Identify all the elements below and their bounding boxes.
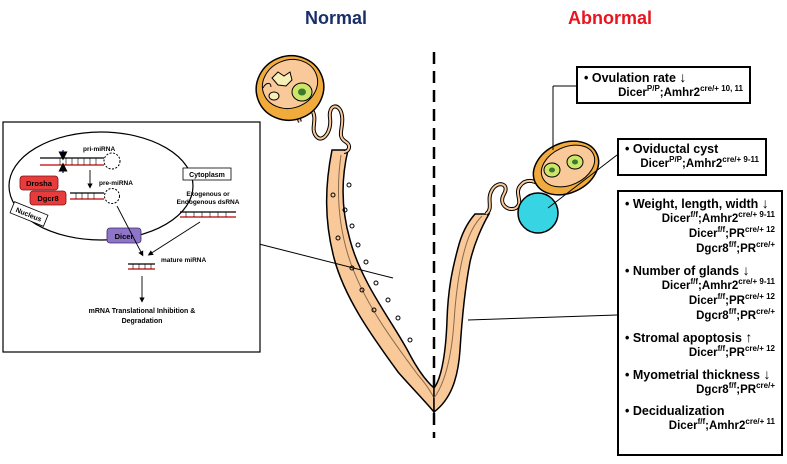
genotype-label: Dgcr8f/f;PRcre/+ — [696, 307, 775, 323]
drosha-label: Drosha — [26, 179, 53, 188]
genotype-label: Dicerf/f;Amhr2cre/+ 11 — [668, 417, 775, 433]
abnormal-heading: Abnormal — [568, 8, 652, 28]
leader-inset — [258, 243, 394, 279]
pri-mirna-strand — [40, 150, 121, 173]
abnormal-tract — [433, 140, 600, 414]
normal-tract — [255, 55, 435, 415]
normal-corpus-luteum — [271, 71, 293, 87]
decrease-arrow-icon: ↓ — [761, 195, 769, 211]
normal-lumen — [337, 154, 435, 399]
decrease-arrow-icon: ↓ — [679, 69, 687, 85]
exogenous-label-2: Endogenous dsRNA — [177, 199, 240, 206]
dgcr8-box — [29, 190, 67, 206]
phenotype-heading: • Stromal apoptosis ↑ — [625, 329, 753, 346]
genotype-label: Dicerf/f;Amhr2cre/+ 9-11 — [661, 277, 775, 293]
phenotype-heading: • Weight, length, width ↓ — [625, 195, 769, 212]
mature-mirna-label: mature miRNA — [161, 257, 206, 264]
genotype-label: DicerP/P;Amhr2cre/+ 10, 11 — [618, 84, 743, 100]
outcome-label-2: Degradation — [122, 318, 163, 325]
phenotype-heading: • Number of glands ↓ — [625, 262, 750, 279]
oviductal-cyst-heading: • Oviductal cyst — [625, 142, 719, 156]
pre-mirna-label: pre-miRNA — [99, 180, 133, 187]
dgcr8-label: Dgcr8 — [37, 194, 58, 203]
pri-mirna-label: pri-miRNA — [83, 146, 115, 153]
genotype-label: Dicerf/f;PRcre/+ 12 — [688, 344, 775, 360]
outcome-label-1: mRNA Translational Inhibition & — [89, 308, 196, 315]
normal-glands — [330, 182, 413, 343]
phenotype-heading: • Decidualization — [625, 404, 725, 418]
abnormal-uterine-horn — [433, 213, 491, 414]
oviductal-cyst — [517, 192, 559, 234]
mirna-pathway-inset: pri-miRNA pre-miRNA Drosha Dgcr8 Nucleus… — [2, 121, 261, 353]
dsrna-strand — [180, 211, 236, 218]
cytoplasm-label: Cytoplasm — [189, 172, 225, 179]
leader-uterus — [467, 314, 618, 321]
phenotype-heading: • Myometrial thickness ↓ — [625, 366, 771, 383]
genotype-label: Dicerf/f;Amhr2cre/+ 9-11 — [661, 210, 775, 226]
decrease-arrow-icon: ↓ — [742, 262, 750, 278]
genotype-label: DicerP/P;Amhr2cre/+ 9-11 — [640, 155, 759, 171]
ovulation-rate-heading: • Ovulation rate ↓ — [584, 69, 687, 86]
increase-arrow-icon: ↑ — [745, 329, 753, 345]
drosha-box — [19, 175, 59, 191]
nucleus-outline — [8, 131, 194, 241]
genotype-label: Dgcr8f/f;PRcre/+ — [696, 381, 775, 397]
genotype-label: Dicerf/f;PRcre/+ 12 — [688, 292, 775, 308]
dicer-box — [106, 227, 142, 244]
cytoplasm-tag — [182, 167, 232, 181]
oviductal-cyst-box: • Oviductal cyst DicerP/P;Amhr2cre/+ 9-1… — [617, 138, 767, 176]
dicer-label: Dicer — [115, 232, 134, 241]
genotype-label: Dgcr8f/f;PRcre/+ — [696, 240, 775, 256]
exogenous-label-1: Exogenous or — [186, 191, 230, 198]
nucleus-tag — [9, 201, 49, 227]
genotype-label: Dicerf/f;PRcre/+ 12 — [688, 225, 775, 241]
leader-cyst — [547, 154, 618, 209]
normal-heading: Normal — [305, 8, 367, 28]
uterine-phenotypes-box: • Weight, length, width ↓Dicerf/f;Amhr2c… — [617, 190, 783, 456]
pre-mirna-strand — [70, 188, 120, 204]
normal-uterine-horn — [325, 149, 435, 415]
mature-mirna — [128, 263, 155, 270]
ovulation-rate-box: • Ovulation rate ↓ DicerP/P;Amhr2cre/+ 1… — [576, 66, 751, 104]
decrease-arrow-icon: ↓ — [763, 366, 771, 382]
